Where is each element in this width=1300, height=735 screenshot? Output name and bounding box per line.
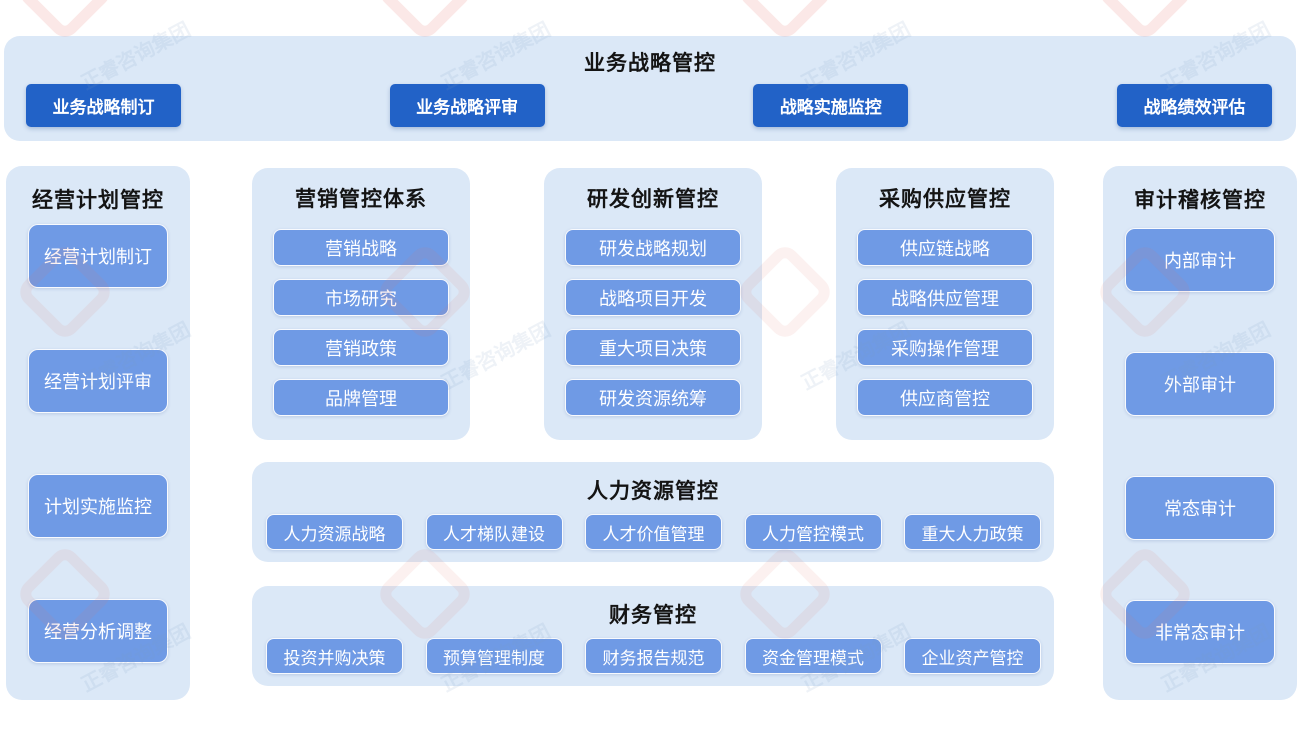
rd-innovation-button[interactable]: 战略项目开发 — [565, 279, 741, 316]
finance-button[interactable]: 资金管理模式 — [744, 638, 882, 674]
hr-button[interactable]: 人力资源战略 — [266, 514, 403, 550]
hr-panel-title: 人力资源管控 — [587, 480, 719, 503]
hr-button[interactable]: 人力管控模式 — [744, 514, 882, 550]
hr-panel: 人力资源管控 人力资源战略人才梯队建设人才价值管理人力管控模式重大人力政策 — [252, 462, 1054, 562]
finance-panel-title: 财务管控 — [609, 604, 697, 627]
marketing-column: 营销管控体系 营销战略市场研究营销政策品牌管理 — [252, 168, 470, 440]
rd-innovation-button[interactable]: 研发资源统筹 — [565, 379, 741, 416]
procurement-button[interactable]: 战略供应管理 — [857, 279, 1033, 316]
business-plan-button[interactable]: 经营分析调整 — [28, 599, 168, 663]
hr-button[interactable]: 人才梯队建设 — [425, 514, 563, 550]
strategy-step-button[interactable]: 战略绩效评估 — [1116, 84, 1272, 127]
audit-column: 审计稽核管控 内部审计外部审计常态审计非常态审计 — [1103, 166, 1297, 700]
finance-button[interactable]: 企业资产管控 — [904, 638, 1041, 674]
finance-button[interactable]: 投资并购决策 — [266, 638, 403, 674]
business-plan-button[interactable]: 经营计划制订 — [28, 224, 168, 288]
marketing-button[interactable]: 营销政策 — [273, 329, 449, 366]
strategy-banner: 业务战略管控 业务战略制订 业务战略评审 战略实施监控 战略绩效评估 — [4, 36, 1296, 141]
hr-panel-items: 人力资源战略人才梯队建设人才价值管理人力管控模式重大人力政策 — [266, 514, 1041, 550]
rd-innovation-button[interactable]: 重大项目决策 — [565, 329, 741, 366]
rd-innovation-button[interactable]: 研发战略规划 — [565, 229, 741, 266]
business-plan-title: 经营计划管控 — [32, 189, 164, 212]
business-plan-column: 经营计划管控 经营计划制订经营计划评审计划实施监控经营分析调整 — [6, 166, 190, 700]
strategy-buttons-row: 业务战略制订 业务战略评审 战略实施监控 战略绩效评估 — [26, 84, 1272, 127]
finance-panel: 财务管控 投资并购决策预算管理制度财务报告规范资金管理模式企业资产管控 — [252, 586, 1054, 686]
business-plan-items: 经营计划制订经营计划评审计划实施监控经营分析调整 — [28, 224, 168, 663]
business-plan-button[interactable]: 计划实施监控 — [28, 474, 168, 538]
procurement-title: 采购供应管控 — [879, 188, 1011, 211]
rd-innovation-title: 研发创新管控 — [587, 188, 719, 211]
finance-button[interactable]: 预算管理制度 — [425, 638, 563, 674]
procurement-column: 采购供应管控 供应链战略战略供应管理采购操作管理供应商管控 — [836, 168, 1054, 440]
procurement-items: 供应链战略战略供应管理采购操作管理供应商管控 — [857, 229, 1033, 416]
strategy-step-button[interactable]: 业务战略评审 — [389, 84, 545, 127]
procurement-button[interactable]: 采购操作管理 — [857, 329, 1033, 366]
audit-items: 内部审计外部审计常态审计非常态审计 — [1125, 228, 1275, 664]
rd-innovation-items: 研发战略规划战略项目开发重大项目决策研发资源统筹 — [565, 229, 741, 416]
strategy-banner-title: 业务战略管控 — [584, 52, 716, 75]
audit-button[interactable]: 非常态审计 — [1125, 600, 1275, 664]
strategy-step-button[interactable]: 战略实施监控 — [753, 84, 909, 127]
hr-button[interactable]: 重大人力政策 — [904, 514, 1041, 550]
rd-innovation-column: 研发创新管控 研发战略规划战略项目开发重大项目决策研发资源统筹 — [544, 168, 762, 440]
marketing-button[interactable]: 市场研究 — [273, 279, 449, 316]
finance-panel-items: 投资并购决策预算管理制度财务报告规范资金管理模式企业资产管控 — [266, 638, 1041, 674]
hr-button[interactable]: 人才价值管理 — [585, 514, 722, 550]
audit-button[interactable]: 外部审计 — [1125, 352, 1275, 416]
audit-title: 审计稽核管控 — [1134, 189, 1266, 212]
marketing-button[interactable]: 品牌管理 — [273, 379, 449, 416]
procurement-button[interactable]: 供应商管控 — [857, 379, 1033, 416]
marketing-title: 营销管控体系 — [295, 188, 427, 211]
procurement-button[interactable]: 供应链战略 — [857, 229, 1033, 266]
business-plan-button[interactable]: 经营计划评审 — [28, 349, 168, 413]
finance-button[interactable]: 财务报告规范 — [585, 638, 722, 674]
strategy-step-button[interactable]: 业务战略制订 — [26, 84, 181, 127]
marketing-button[interactable]: 营销战略 — [273, 229, 449, 266]
audit-button[interactable]: 内部审计 — [1125, 228, 1275, 292]
audit-button[interactable]: 常态审计 — [1125, 476, 1275, 540]
marketing-items: 营销战略市场研究营销政策品牌管理 — [273, 229, 449, 416]
